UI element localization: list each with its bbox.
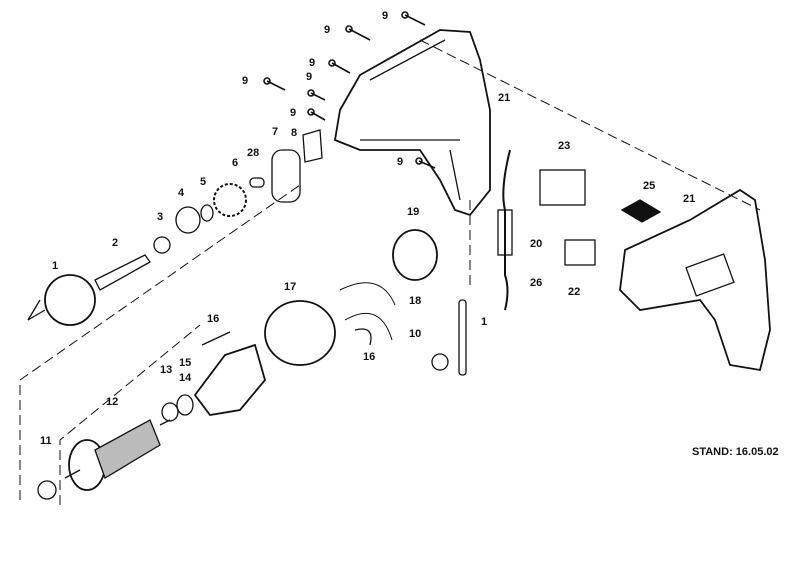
label-9: 9 — [290, 107, 297, 119]
label-9: 9 — [382, 10, 389, 22]
label-15: 15 — [179, 357, 192, 369]
label-9: 9 — [242, 75, 249, 87]
label-25: 25 — [643, 180, 656, 192]
label-28: 28 — [247, 147, 260, 159]
label-9: 9 — [397, 156, 404, 168]
label-22: 22 — [568, 286, 581, 298]
label-21: 21 — [498, 92, 511, 104]
label-14: 14 — [179, 372, 192, 384]
label-2: 2 — [112, 237, 119, 249]
housing-half-left — [333, 29, 491, 217]
label-7: 7 — [272, 126, 279, 138]
label-12: 12 — [106, 396, 119, 408]
button — [620, 199, 662, 223]
label-26: 26 — [530, 277, 543, 289]
switch — [539, 169, 586, 206]
assembly-line-front — [19, 175, 301, 500]
label-8: 8 — [291, 127, 298, 139]
label-13: 13 — [160, 364, 173, 376]
label-5: 5 — [200, 176, 207, 188]
label-23: 23 — [558, 140, 571, 152]
label-9: 9 — [309, 57, 316, 69]
label-19: 19 — [407, 206, 420, 218]
label-10: 10 — [409, 328, 422, 340]
label-16: 16 — [207, 313, 220, 325]
label-1: 1 — [52, 260, 59, 272]
label-16: 16 — [363, 351, 376, 363]
label-17: 17 — [284, 281, 297, 293]
label-20: 20 — [530, 238, 543, 250]
screws — [263, 11, 436, 169]
label-11: 11 — [40, 435, 52, 447]
label-4: 4 — [178, 187, 185, 199]
housing-right — [619, 188, 771, 372]
label-3: 3 — [157, 211, 164, 223]
label-6: 6 — [232, 157, 239, 169]
label-1: 1 — [481, 316, 488, 328]
revision-stamp: STAND: 16.05.02 — [692, 446, 779, 458]
label-18: 18 — [409, 295, 422, 307]
label-9: 9 — [306, 71, 313, 83]
assembly-line-housing — [419, 39, 761, 211]
label-9: 9 — [324, 24, 331, 36]
label-21: 21 — [683, 193, 696, 205]
